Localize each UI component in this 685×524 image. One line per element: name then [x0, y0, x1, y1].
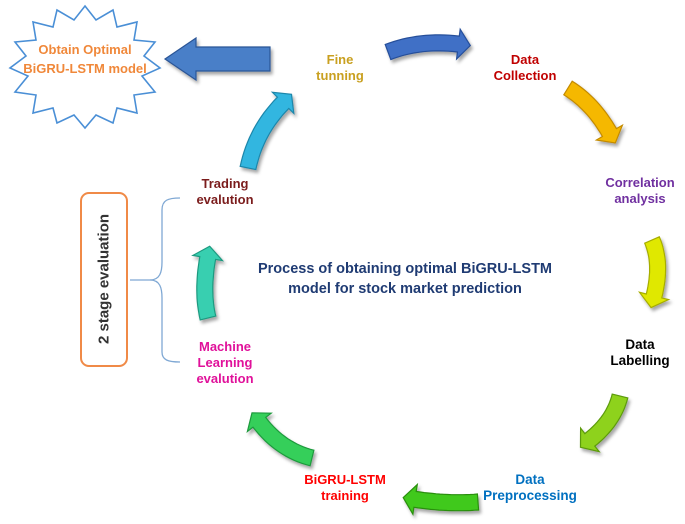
arrow-training-to-ml-icon — [246, 412, 315, 467]
back-arrow — [163, 36, 271, 82]
step-ml-evaluation: Machine Learning evalution — [180, 339, 270, 387]
stage-evaluation-label: 2 stage evaluation — [95, 213, 113, 345]
step-correlation-line1: Correlation — [605, 175, 675, 190]
step-data-labelling: Data Labelling — [598, 337, 682, 369]
step-correlation-line2: analysis — [614, 191, 666, 206]
step-preprocessing-line1: Data — [515, 472, 545, 487]
step-trading-evaluation: Trading evalution — [180, 176, 270, 208]
step-training-line1: BiGRU-LSTM — [304, 472, 386, 487]
step-ml-line1: Machine — [198, 339, 251, 354]
goal-star-shape — [8, 4, 162, 130]
step-fine-tuning-line2: tunning — [316, 68, 364, 83]
stage-bracket — [130, 197, 181, 363]
arrow-correlation-to-labelling-icon — [637, 236, 671, 309]
title-line2: model for stock market prediction — [288, 281, 522, 297]
arrow-labelling-to-preprocessing-icon — [579, 393, 629, 453]
step-data-preprocessing: Data Preprocessing — [465, 472, 595, 504]
step-training-line2: training — [321, 488, 369, 503]
step-ml-line2: Learning — [197, 355, 253, 370]
goal-line1: Obtain Optimal — [38, 42, 132, 57]
diagram-title: Process of obtaining optimal BiGRU-LSTM … — [240, 259, 570, 299]
arrow-collection-to-correlation-icon — [562, 80, 624, 144]
stage-evaluation-box — [80, 192, 128, 367]
arrow-ml-to-trading-icon — [191, 245, 225, 321]
title-line1: Process of obtaining optimal BiGRU-LSTM — [257, 261, 553, 277]
goal-line2: BiGRU-LSTM model — [23, 61, 147, 76]
step-labelling-line2: Labelling — [610, 353, 670, 368]
step-preprocessing-line2: Preprocessing — [483, 488, 577, 503]
step-fine-tuning: Fine tunning — [300, 52, 380, 84]
step-fine-tuning-line1: Fine — [326, 52, 354, 67]
arrow-trading-to-fine-icon — [239, 91, 295, 171]
step-data-collection-line2: Collection — [493, 68, 557, 83]
step-bigru-training: BiGRU-LSTM training — [290, 472, 400, 504]
arrow-fine-to-collection-icon — [384, 27, 472, 61]
step-data-collection-line1: Data — [510, 52, 540, 67]
step-correlation-analysis: Correlation analysis — [595, 175, 685, 207]
step-ml-line3: evalution — [196, 371, 254, 386]
step-trading-line1: Trading — [201, 176, 249, 191]
step-labelling-line1: Data — [625, 337, 655, 352]
arrow-preprocessing-to-training-icon — [402, 482, 480, 516]
goal-text: Obtain Optimal BiGRU-LSTM model — [10, 40, 160, 78]
step-data-collection: Data Collection — [475, 52, 575, 84]
step-trading-line2: evalution — [196, 192, 254, 207]
